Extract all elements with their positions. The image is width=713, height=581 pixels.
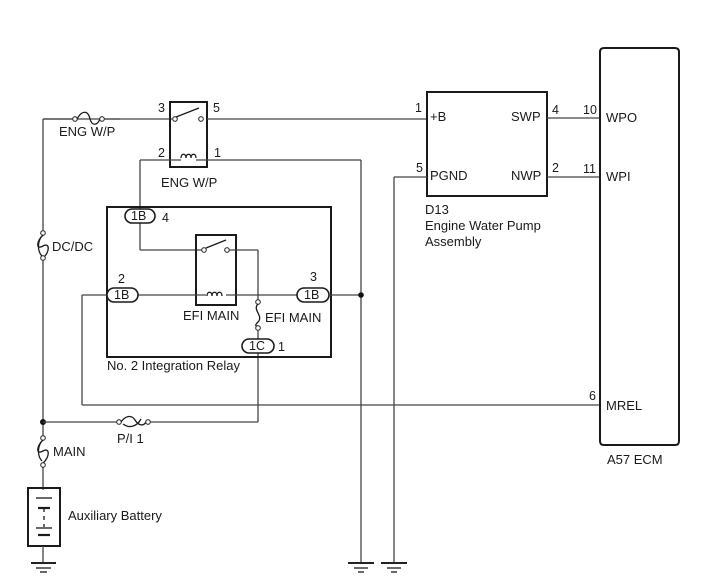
connector-1b-3-code: 1B — [304, 288, 319, 302]
connector-1b-3: 1B 3 — [296, 270, 364, 303]
efi-main-fuse: EFI MAIN — [229, 249, 321, 339]
ecm-pin-10: 10 — [583, 103, 597, 117]
pump-pin-2: 2 — [552, 161, 559, 175]
pump-name-line2: Assembly — [425, 234, 482, 249]
connector-1c-1: 1C 1 — [241, 338, 285, 354]
eng-wp-fuse: ENG W/P — [43, 111, 172, 139]
connector-1b-4-pin: 4 — [162, 211, 169, 225]
ground-symbol-relay — [348, 562, 374, 573]
eng-wp-relay-label: ENG W/P — [161, 175, 217, 190]
efi-main-fuse-label: EFI MAIN — [265, 310, 321, 325]
eng-wp-relay-pin-5: 5 — [213, 101, 220, 115]
main-fuse: MAIN — [37, 435, 86, 468]
integration-relay-label: No. 2 Integration Relay — [107, 358, 240, 373]
eng-wp-relay-pin-1: 1 — [214, 146, 221, 160]
ecm-pin-11: 11 — [583, 162, 596, 176]
ecm-label: A57 ECM — [607, 452, 663, 467]
dcdc-fuse-label: DC/DC — [52, 239, 93, 254]
connector-1b-2-code: 1B — [114, 288, 129, 302]
pi1-fuse: P/I 1 — [43, 352, 259, 446]
connector-1c-1-code: 1C — [249, 339, 265, 353]
ground-symbol-pump — [381, 562, 407, 573]
pump-terminal-nwp: NWP — [511, 168, 541, 183]
pump-pin-5: 5 — [416, 161, 423, 175]
ecm-terminal-wpo: WPO — [606, 110, 637, 125]
ecm-terminal-mrel: MREL — [606, 398, 642, 413]
eng-wp-relay-pin-2: 2 — [158, 146, 165, 160]
connector-1b-3-pin: 3 — [310, 270, 317, 284]
eng-wp-fuse-label: ENG W/P — [59, 124, 115, 139]
efi-main-relay: EFI MAIN — [183, 234, 239, 323]
efi-main-relay-label: EFI MAIN — [183, 308, 239, 323]
main-fuse-label: MAIN — [53, 444, 86, 459]
connector-1b-4: 1B 4 — [124, 208, 203, 251]
battery-label: Auxiliary Battery — [68, 508, 162, 523]
dcdc-fuse: DC/DC — [37, 230, 93, 261]
integration-relay-box — [106, 206, 332, 358]
engine-water-pump: 1 +B 5 PGND SWP 4 NWP 2 D13 Engine Water… — [415, 91, 559, 249]
connector-1b-2: 1B 2 — [81, 272, 600, 406]
auxiliary-battery: Auxiliary Battery — [27, 487, 162, 562]
ground-symbol-battery — [31, 562, 56, 573]
pump-pin-4: 4 — [552, 103, 559, 117]
wire-relay1-to-ground — [196, 159, 362, 562]
ecm-pin-6: 6 — [589, 389, 596, 403]
wire-pgnd-to-ground — [393, 176, 427, 562]
pump-name-line1: Engine Water Pump — [425, 218, 541, 233]
ecm-terminal-wpi: WPI — [606, 169, 631, 184]
wire-relay2-coil — [139, 159, 181, 210]
eng-wp-relay-pin-3: 3 — [158, 101, 165, 115]
pump-terminal-plus-b: +B — [430, 109, 446, 124]
pump-terminal-pgnd: PGND — [430, 168, 468, 183]
eng-wp-relay: 3 5 2 1 ENG W/P — [158, 101, 221, 190]
pump-pin-1: 1 — [415, 101, 422, 115]
ecm-a57: 10 WPO 11 WPI 6 MREL A57 ECM — [583, 47, 680, 467]
pi1-fuse-label: P/I 1 — [117, 431, 144, 446]
connector-1b-2-pin: 2 — [118, 272, 125, 286]
pump-id: D13 — [425, 202, 449, 217]
connector-1c-1-pin: 1 — [278, 340, 285, 354]
pump-terminal-swp: SWP — [511, 109, 541, 124]
connector-1b-4-code: 1B — [131, 209, 146, 223]
